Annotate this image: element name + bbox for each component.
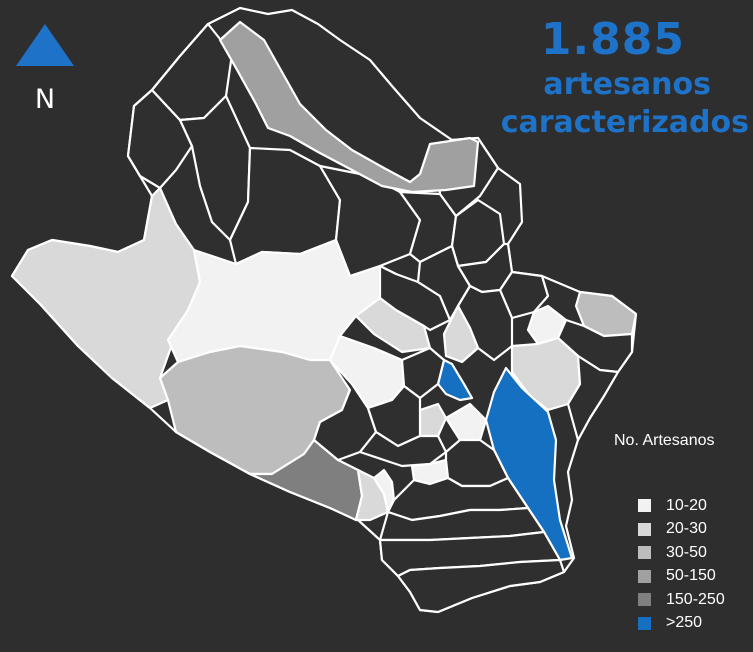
map-region[interactable] (442, 304, 480, 364)
legend-item: 20-30 (618, 518, 748, 542)
legend-label: 150-250 (666, 590, 725, 608)
legend-swatch (638, 593, 651, 607)
map-legend: No. Artesanos 10-20 20-30 30-50 50-150 1… (614, 432, 748, 636)
headline: 1.885 artesanos caracterizados (449, 14, 749, 142)
legend-item: 50-150 (618, 565, 748, 589)
legend-item: >250 (618, 612, 748, 636)
map-region[interactable] (358, 430, 448, 468)
legend-swatch (638, 522, 651, 536)
north-indicator: N (14, 22, 76, 122)
headline-line-1: artesanos (543, 67, 711, 102)
map-region[interactable] (378, 264, 452, 332)
legend-item: 30-50 (618, 541, 748, 565)
map-region-highlight[interactable] (436, 358, 474, 402)
map-region[interactable] (218, 20, 480, 194)
legend-swatch (638, 569, 651, 583)
legend-label: 10-20 (666, 496, 707, 514)
legend-swatch (638, 499, 651, 513)
legend-swatch (638, 546, 651, 560)
map-region[interactable] (178, 94, 252, 242)
artisan-count: 1.885 (540, 14, 685, 65)
north-label: N (34, 84, 56, 115)
map-region[interactable] (566, 354, 620, 442)
legend-label: 30-50 (666, 543, 707, 561)
legend-label: 50-150 (666, 567, 716, 585)
map-region[interactable] (444, 402, 488, 442)
legend-label: >250 (666, 614, 703, 632)
north-arrow-icon (16, 24, 74, 66)
legend-swatch (638, 616, 651, 630)
legend-item: 10-20 (618, 494, 748, 518)
headline-line-2: caracterizados (500, 105, 749, 140)
legend-title: No. Artesanos (614, 432, 715, 449)
legend-label: 20-30 (666, 520, 707, 538)
map-region[interactable] (396, 558, 566, 614)
legend-item: 150-250 (618, 588, 748, 612)
